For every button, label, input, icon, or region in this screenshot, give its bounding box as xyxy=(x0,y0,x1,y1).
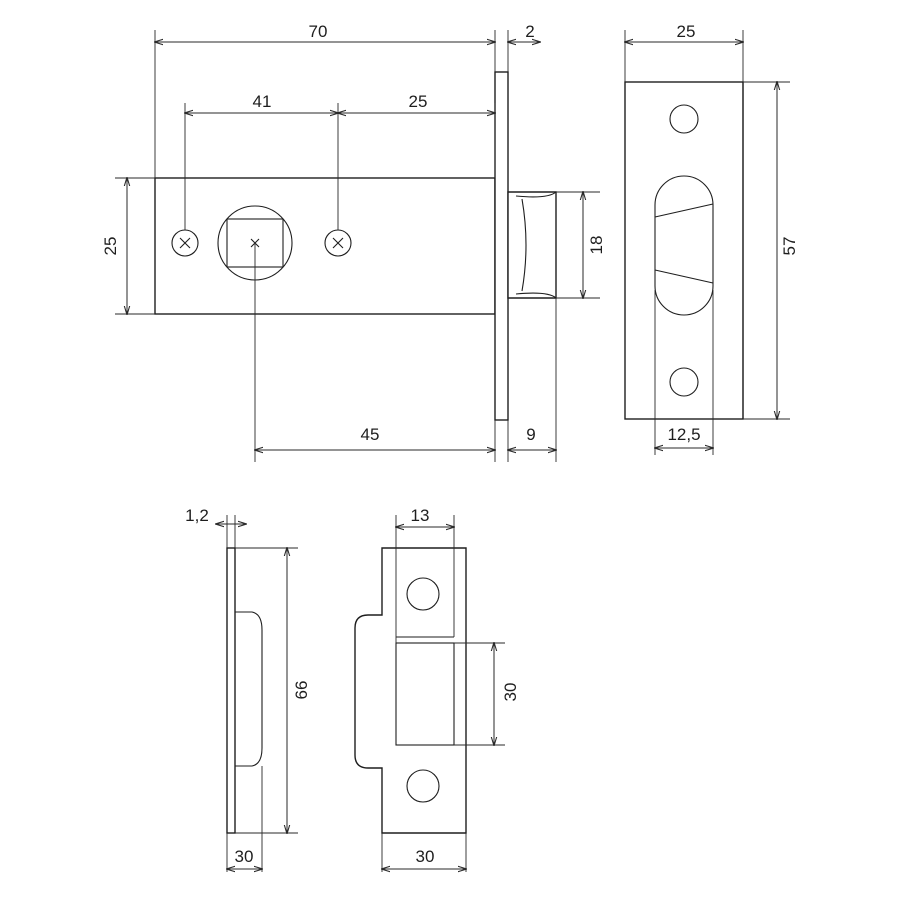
faceplate-screw-hole-bottom xyxy=(669,367,699,397)
dim-label-66: 66 xyxy=(292,681,311,700)
dim-label-9: 9 xyxy=(526,425,535,444)
dim-label-2: 2 xyxy=(525,22,534,41)
strike-opening xyxy=(395,642,455,746)
strike-front-extension-lines xyxy=(381,515,505,872)
strike-screw-hole-top xyxy=(406,577,440,611)
dim-label-45: 45 xyxy=(361,425,380,444)
latch-bolt xyxy=(507,191,557,299)
strike-side-extension-lines xyxy=(226,515,298,872)
dim-label-25-top: 25 xyxy=(409,92,428,111)
latch-side-view: 70 2 41 25 25 18 45 9 xyxy=(101,22,606,462)
faceplate-screw-hole-top xyxy=(669,104,699,134)
faceplate-front-view: 25 57 12,5 xyxy=(625,22,799,455)
dim-label-70: 70 xyxy=(309,22,328,41)
dim-label-25-height: 25 xyxy=(101,237,120,256)
latch-faceplate xyxy=(494,71,509,421)
dim-label-1-2: 1,2 xyxy=(185,506,209,525)
strike-side-view: 1,2 66 30 xyxy=(185,506,311,872)
strike-front-outline xyxy=(354,547,467,834)
dim-label-13: 13 xyxy=(411,506,430,525)
dim-label-30-side: 30 xyxy=(235,847,254,866)
strike-side-pocket xyxy=(235,611,263,767)
dim-label-57: 57 xyxy=(780,237,799,256)
extension-lines xyxy=(115,30,600,462)
dim-label-30-opening: 30 xyxy=(501,683,520,702)
faceplate-extension-lines xyxy=(624,30,790,455)
dim-label-25-width: 25 xyxy=(677,22,696,41)
strike-screw-hole-bottom xyxy=(406,769,440,803)
dim-label-12-5: 12,5 xyxy=(667,425,700,444)
dim-label-30-front: 30 xyxy=(416,847,435,866)
dim-label-18: 18 xyxy=(587,236,606,255)
dim-label-41: 41 xyxy=(253,92,272,111)
bolt-slot xyxy=(654,175,714,316)
faceplate-outline xyxy=(624,81,744,420)
strike-front-view: 13 30 30 xyxy=(354,506,520,872)
strike-side-plate xyxy=(226,547,236,834)
